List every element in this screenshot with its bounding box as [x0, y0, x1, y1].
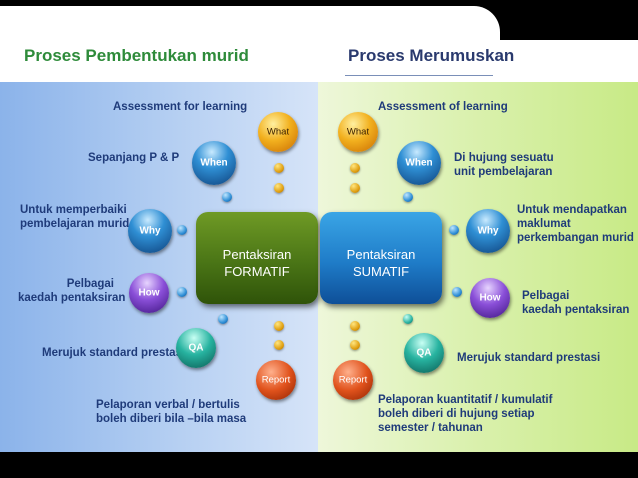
- connector-dot: [350, 340, 360, 350]
- sumatif-how-line1: Pelbagai: [522, 290, 570, 302]
- connector-dot: [177, 225, 187, 235]
- sumatif-box-line1: Pentaksiran: [346, 247, 416, 262]
- formatif-when-ball: When: [192, 141, 236, 185]
- formatif-why-line1: Untuk memperbaiki: [20, 204, 127, 216]
- sumatif-report-label: Pelaporan kuantitatif / kumulatif boleh …: [378, 393, 552, 435]
- sumatif-when-line2: unit pembelajaran: [454, 166, 553, 178]
- formatif-how-ball: How: [129, 273, 169, 313]
- formatif-box-line1: Pentaksiran: [222, 247, 292, 262]
- connector-dot: [274, 163, 284, 173]
- formatif-how-label: Pelbagai kaedah pentaksiran: [18, 277, 126, 305]
- sumatif-report-line2: boleh diberi di hujung setiap: [378, 408, 535, 420]
- connector-dot: [218, 314, 228, 324]
- connector-dot: [350, 321, 360, 331]
- sumatif-what-ball: What: [338, 112, 378, 152]
- connector-dot: [222, 192, 232, 202]
- formatif-why-label: Untuk memperbaiki pembelajaran murid: [20, 203, 130, 231]
- sumatif-how-label: Pelbagai kaedah pentaksiran: [522, 289, 629, 317]
- sumatif-when-line1: Di hujung sesuatu: [454, 152, 554, 164]
- formatif-why-line2: pembelajaran murid: [20, 218, 130, 230]
- connector-dot: [274, 183, 284, 193]
- sumatif-how-line2: kaedah pentaksiran: [522, 304, 630, 316]
- header-band: [0, 40, 638, 82]
- connector-dot: [177, 287, 187, 297]
- sumatif-report-line3: semester / tahunan: [378, 422, 483, 434]
- title-divider: [345, 75, 493, 76]
- header-tab: [0, 6, 500, 40]
- formatif-qa-label: Merujuk standard prestasi: [42, 347, 186, 359]
- formatif-report-line1: Pelaporan verbal / bertulis: [96, 399, 240, 411]
- formatif-how-line2: kaedah pentaksiran: [18, 292, 126, 304]
- sumatif-report-line1: Pelaporan kuantitatif / kumulatif: [378, 394, 553, 406]
- sumatif-box: Pentaksiran SUMATIF: [320, 212, 442, 304]
- sumatif-why-label: Untuk mendapatkan maklumat perkembangan …: [517, 203, 634, 245]
- sumatif-how-ball: How: [470, 278, 510, 318]
- sumatif-report-ball: Report: [333, 360, 373, 400]
- bottom-bar: [0, 452, 638, 478]
- formatif-when-label: Sepanjang P & P: [88, 152, 180, 164]
- sumatif-why-line1: Untuk mendapatkan: [517, 204, 627, 216]
- sumatif-qa-ball: QA: [404, 333, 444, 373]
- formatif-report-ball: Report: [256, 360, 296, 400]
- formatif-box: Pentaksiran FORMATIF: [196, 212, 318, 304]
- connector-dot: [452, 287, 462, 297]
- sumatif-when-ball: When: [397, 141, 441, 185]
- formatif-report-label: Pelaporan verbal / bertulis boleh diberi…: [96, 398, 246, 426]
- connector-dot: [449, 225, 459, 235]
- sumatif-assessment-label: Assessment of learning: [378, 101, 508, 113]
- sumatif-why-line3: perkembangan murid: [517, 232, 634, 244]
- formatif-box-line2: FORMATIF: [224, 264, 290, 279]
- connector-dot: [274, 340, 284, 350]
- connector-dot: [350, 183, 360, 193]
- sumatif-why-line2: maklumat: [517, 218, 571, 230]
- formatif-qa-ball: QA: [176, 328, 216, 368]
- formatif-how-line1: Pelbagai: [66, 278, 114, 290]
- connector-dot: [274, 321, 284, 331]
- formatif-report-line2: boleh diberi bila –bila masa: [96, 413, 247, 425]
- connector-dot: [403, 314, 413, 324]
- formatif-assessment-label: Assessment for learning: [113, 101, 248, 113]
- sumatif-when-label: Di hujung sesuatu unit pembelajaran: [454, 151, 554, 179]
- sumatif-why-ball: Why: [466, 209, 510, 253]
- sumatif-box-line2: SUMATIF: [352, 264, 410, 279]
- formatif-why-ball: Why: [128, 209, 172, 253]
- left-title: Proses Pembentukan murid: [24, 46, 249, 65]
- connector-dot: [403, 192, 413, 202]
- formatif-what-ball: What: [258, 112, 298, 152]
- connector-dot: [350, 163, 360, 173]
- right-title: Proses Merumuskan: [348, 46, 515, 65]
- sumatif-qa-label: Merujuk standard prestasi: [457, 352, 601, 364]
